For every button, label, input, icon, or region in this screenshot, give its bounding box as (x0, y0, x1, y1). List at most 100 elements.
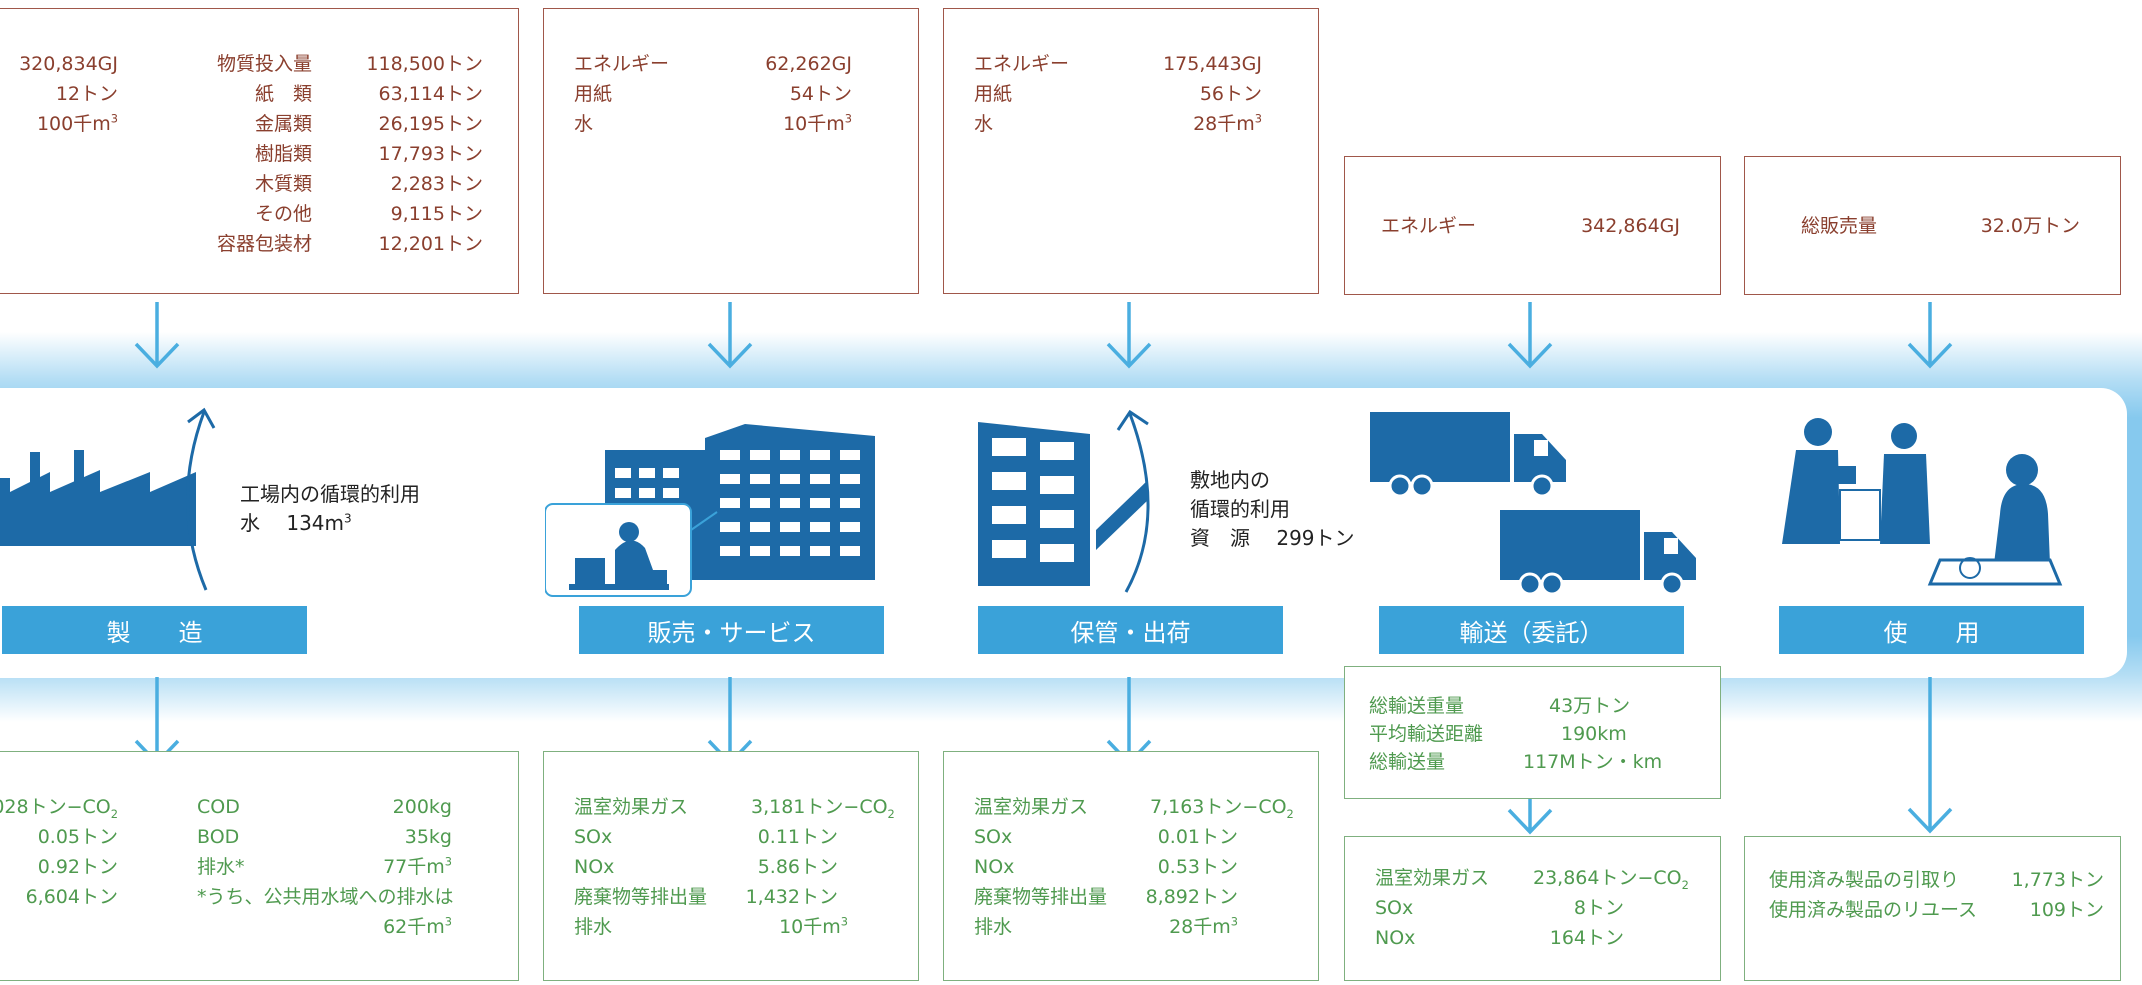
transport-energy-value: 342,864GJ (1581, 215, 1680, 237)
use-reuse-value: 109トン (2029, 899, 2104, 921)
mfg-output-co2: 14,028トン−CO2 (0, 796, 118, 821)
recycle-arrow-icon (186, 407, 216, 591)
mfg-output-sox: 0.05トン (37, 826, 118, 848)
truck-icon (1500, 510, 1696, 596)
recycle-arrow-icon (1116, 409, 1150, 593)
arrow-down-icon (1507, 302, 1553, 369)
input-box-storage: エネルギー 用紙 水 175,443GJ 56トン 28千m3 (943, 8, 1319, 294)
arrow-down-icon (134, 302, 180, 369)
mfg-input-paper: 12トン (55, 83, 118, 105)
sales-sox-value: 0.11トン (757, 826, 838, 848)
storage-sox-label: SOx (974, 826, 1013, 848)
arrow-down-icon (707, 302, 753, 369)
sales-drainage-value: 10千m3 (779, 914, 848, 938)
sales-energy-value: 62,262GJ (765, 53, 852, 75)
stage-use: 使 用 (1779, 606, 2084, 654)
sales-nox-value: 5.86トン (757, 856, 838, 878)
sales-paper-value: 54トン (789, 83, 852, 105)
output-box-use: 使用済み製品の引取り 使用済み製品のリユース 1,773トン 109トン (1744, 836, 2121, 981)
factory-recycling-caption: 工場内の循環的利用 水 134m3 (240, 480, 420, 538)
storage-drainage-label: 排水 (974, 916, 1013, 938)
mfg-resin-label: 樹脂類 (254, 143, 312, 165)
use-sales-value: 32.0万トン (1980, 215, 2080, 237)
factory-recycling-water: 水 134m3 (240, 511, 352, 535)
mfg-packaging-label: 容器包装材 (216, 233, 312, 255)
mfg-drainage-value: 77千m3 (383, 854, 452, 878)
stage-sales-service: 販売・サービス (579, 606, 884, 654)
use-sales-label: 総販売量 (1801, 215, 1878, 237)
mfg-drainage-label: 排水* (197, 856, 245, 878)
mfg-drainage-note: *うち、公共用水域への排水は (197, 886, 454, 908)
transport-volume-label: 総輸送量 (1369, 751, 1446, 773)
sales-nox-label: NOx (574, 856, 615, 878)
sales-water-label: 水 (574, 113, 594, 135)
sales-drainage-label: 排水 (574, 916, 613, 938)
input-box-use: 総販売量 32.0万トン (1744, 156, 2121, 295)
mfg-paper-label: 紙 類 (254, 83, 312, 105)
mfg-bod-label: BOD (197, 826, 240, 848)
mfg-resin-value: 17,793トン (378, 143, 483, 165)
truck-icon (1370, 412, 1566, 498)
output-box-transport: 温室効果ガス SOx NOx 23,864トン−CO2 8トン 164トン (1344, 836, 1721, 981)
mfg-wood-label: 木質類 (254, 173, 312, 195)
input-box-manufacturing: 320,834GJ 12トン 100千m3 物質投入量 紙 類 金属類 樹脂類 … (0, 8, 519, 294)
sales-ghg-value: 3,181トン−CO2 (751, 796, 895, 821)
sales-ghg-label: 温室効果ガス (574, 796, 689, 818)
transport-energy-label: エネルギー (1381, 215, 1477, 237)
storage-energy-label: エネルギー (974, 53, 1070, 75)
mfg-input-energy: 320,834GJ (19, 53, 118, 75)
storage-ghg-value: 7,163トン−CO2 (1150, 796, 1294, 821)
mfg-bod-value: 35kg (404, 826, 452, 848)
storage-ghg-label: 温室効果ガス (974, 796, 1089, 818)
site-recycling-line1: 敷地内の (1190, 468, 1270, 492)
mfg-output-waste: 6,604トン (25, 886, 118, 908)
transport-distance-label: 平均輸送距離 (1369, 723, 1484, 745)
sales-paper-label: 用紙 (574, 83, 613, 105)
transport-ghg-value: 23,864トン−CO2 (1533, 867, 1689, 892)
mfg-metal-value: 26,195トン (378, 113, 483, 135)
storage-drainage-value: 28千m3 (1169, 914, 1238, 938)
mfg-metal-label: 金属類 (254, 113, 312, 135)
storage-nox-label: NOx (974, 856, 1015, 878)
site-recycling-resource: 資 源 299トン (1190, 526, 1355, 550)
factory-icon (0, 450, 196, 546)
output-box-manufacturing: 14,028トン−CO2 0.05トン 0.92トン 6,604トン COD B… (0, 751, 519, 981)
transport-ghg-label: 温室効果ガス (1375, 867, 1490, 889)
transport-weight-label: 総輸送重量 (1369, 695, 1465, 717)
transport-stats-box: 総輸送重量 平均輸送距離 総輸送量 43万トン 190km 117Mトン・km (1344, 666, 1721, 799)
sales-waste-value: 1,432トン (745, 886, 838, 908)
transport-sox-value: 8トン (1573, 897, 1624, 919)
storage-paper-label: 用紙 (974, 83, 1013, 105)
arrow-down-icon (1907, 302, 1953, 369)
site-recycling-line2: 循環的利用 (1190, 497, 1290, 521)
storage-waste-label: 廃棄物等排出量 (974, 886, 1108, 908)
use-takeback-label: 使用済み製品の引取り (1769, 869, 1960, 891)
mfg-cod-value: 200kg (392, 796, 452, 818)
use-takeback-value: 1,773トン (2011, 869, 2104, 891)
mfg-other-value: 9,115トン (390, 203, 483, 225)
arrow-down-icon (1106, 302, 1152, 369)
storage-nox-value: 0.53トン (1157, 856, 1238, 878)
transport-nox-label: NOx (1375, 927, 1416, 949)
arrow-down-icon (1907, 677, 1953, 834)
sales-waste-label: 廃棄物等排出量 (574, 886, 708, 908)
storage-energy-value: 175,443GJ (1163, 53, 1262, 75)
output-box-sales: 温室効果ガス SOx NOx 廃棄物等排出量 排水 3,181トン−CO2 0.… (543, 751, 919, 981)
sales-water-value: 10千m3 (783, 111, 852, 135)
sales-sox-label: SOx (574, 826, 613, 848)
transport-weight-value: 43万トン (1549, 695, 1631, 717)
storage-water-value: 28千m3 (1193, 111, 1262, 135)
mfg-paper-value: 63,114トン (378, 83, 483, 105)
output-box-storage: 温室効果ガス SOx NOx 廃棄物等排出量 排水 7,163トン−CO2 0.… (943, 751, 1319, 981)
transport-distance-value: 190km (1561, 723, 1627, 745)
mfg-wood-value: 2,283トン (390, 173, 483, 195)
transport-nox-value: 164トン (1549, 927, 1624, 949)
stage-transport: 輸送（委託） (1379, 606, 1684, 654)
input-box-transport: エネルギー 342,864GJ (1344, 156, 1721, 295)
site-recycling-caption: 敷地内の 循環的利用 資 源 299トン (1190, 466, 1355, 553)
arrow-down-icon (1507, 798, 1553, 835)
mfg-material-label: 物質投入量 (216, 53, 312, 75)
mfg-output-nox: 0.92トン (37, 856, 118, 878)
mfg-cod-label: COD (197, 796, 240, 818)
customer-service-icon (1782, 418, 2063, 586)
